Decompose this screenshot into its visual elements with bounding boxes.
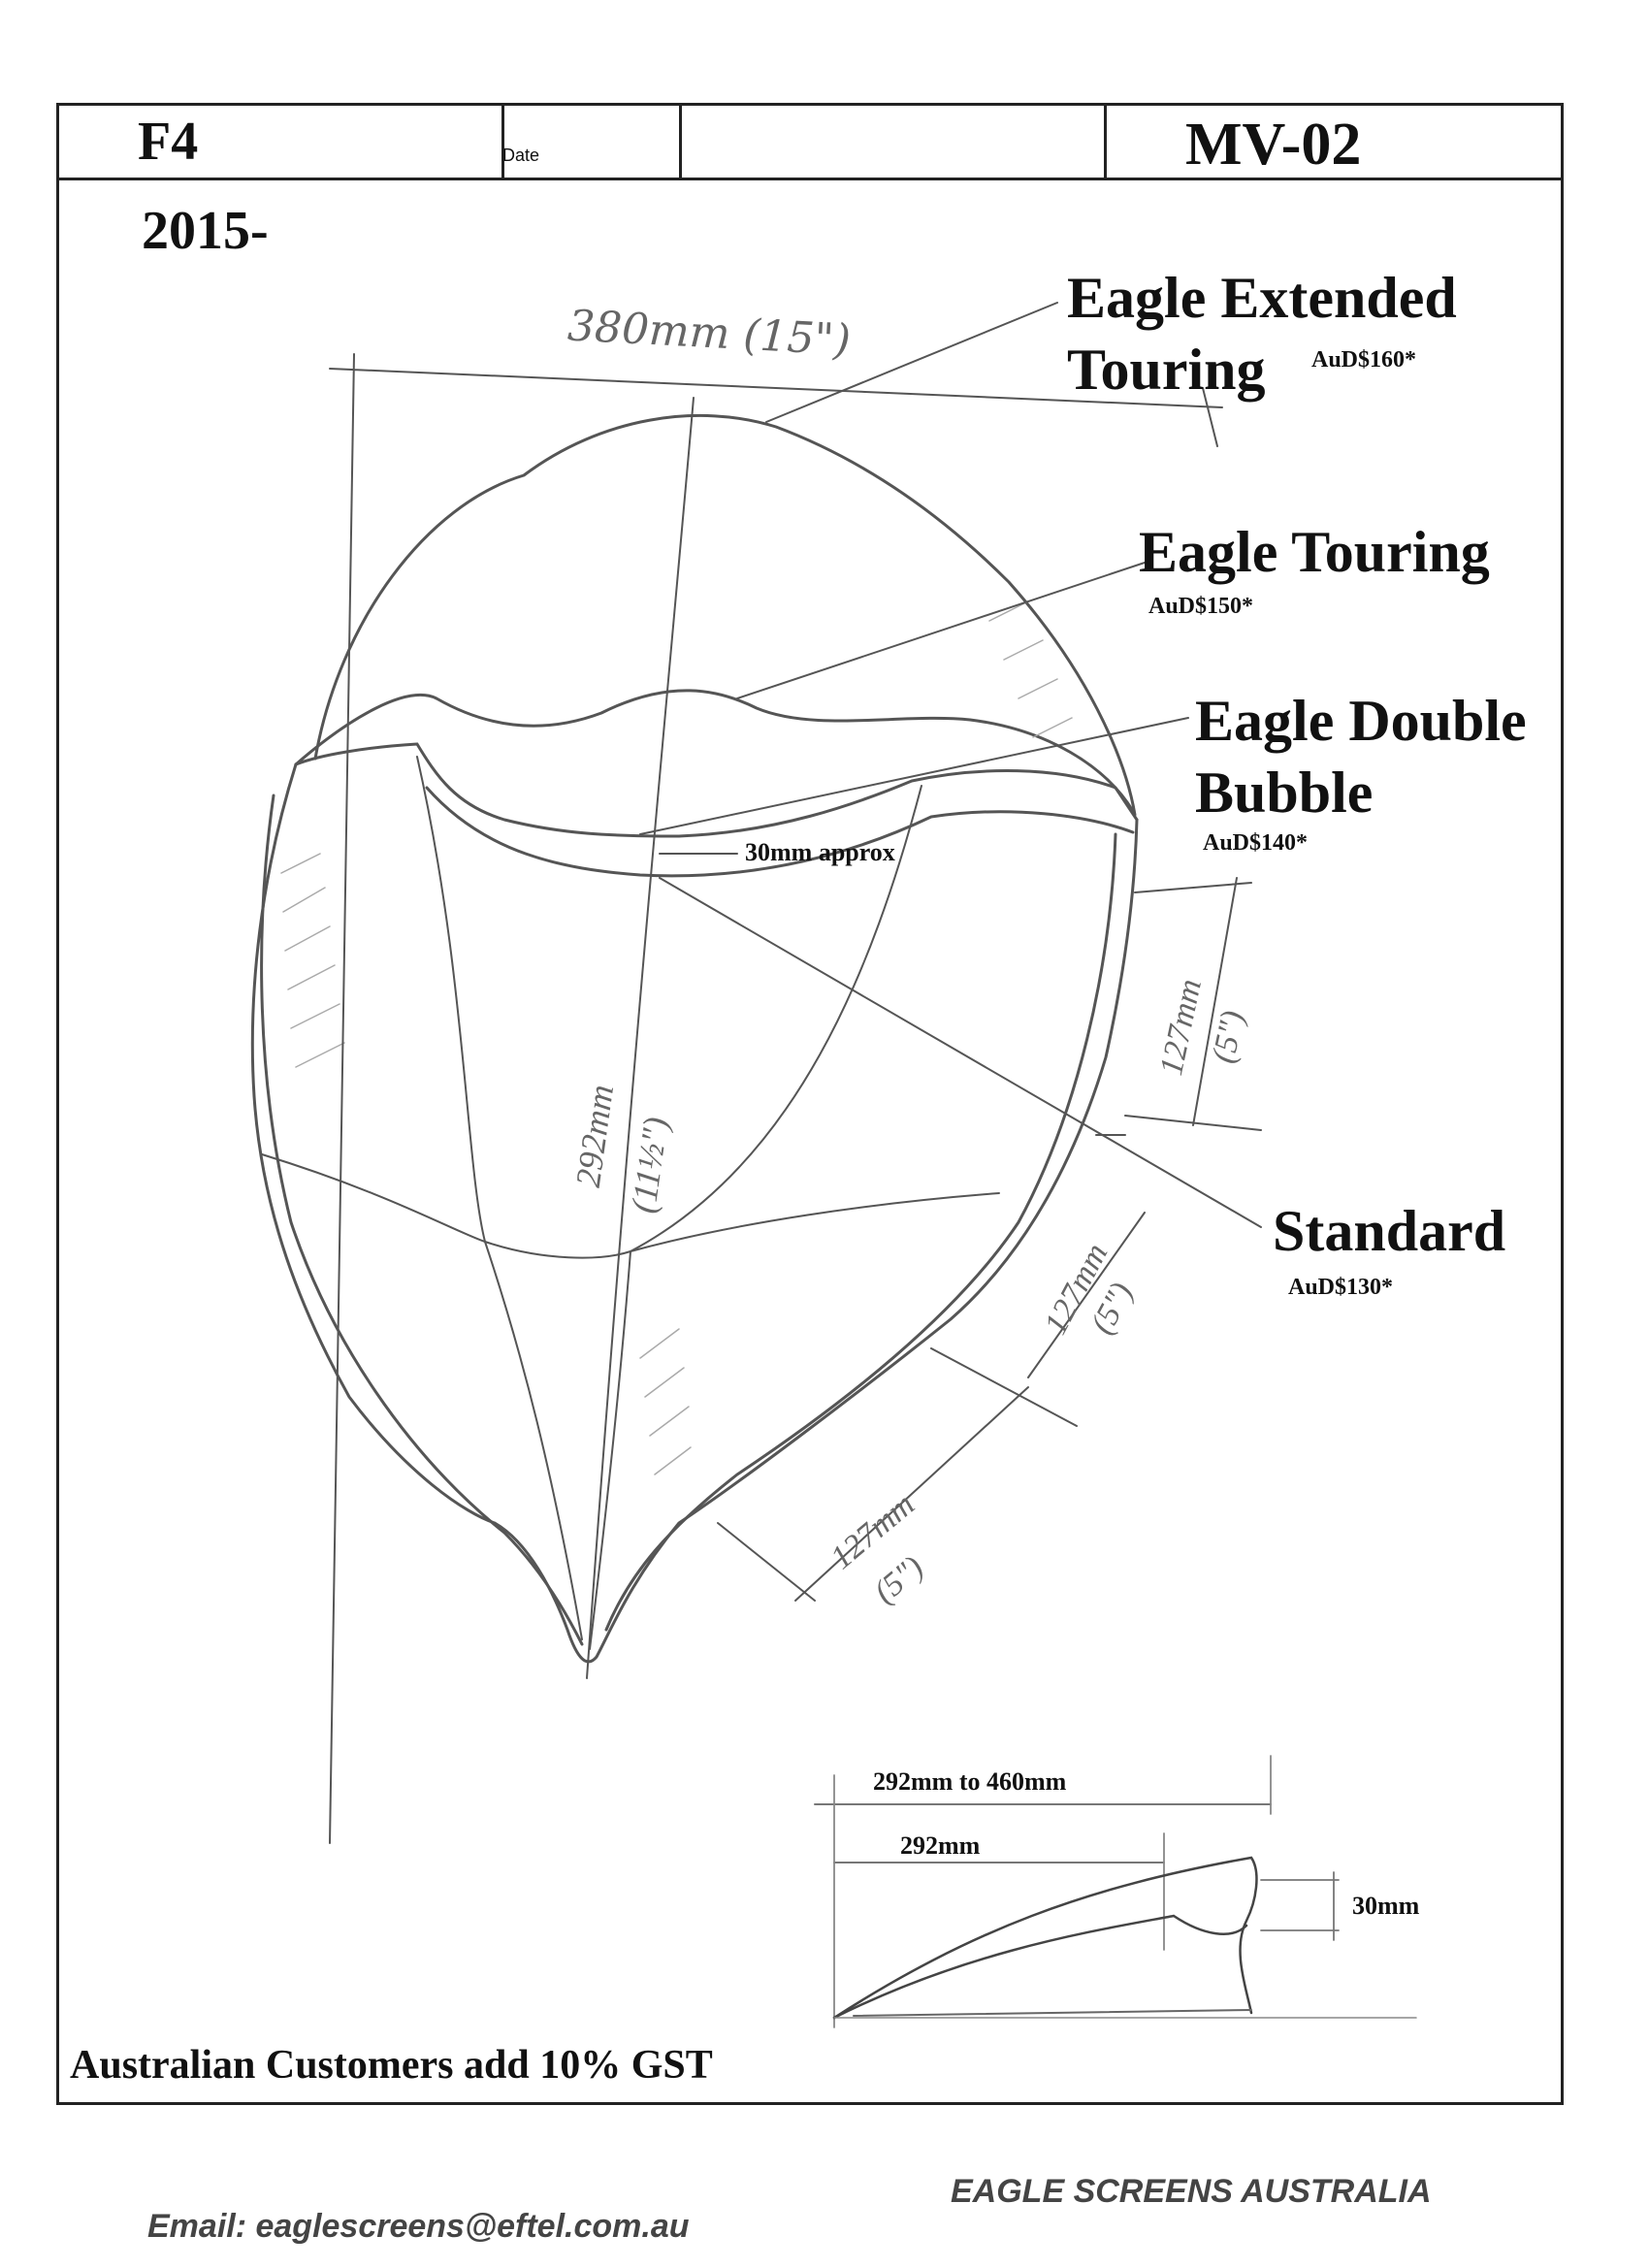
side-view-range: 292mm to 460mm bbox=[873, 1767, 1067, 1796]
panel-line bbox=[261, 1153, 1000, 1259]
panel-line bbox=[484, 1241, 583, 1640]
dimension-gap: 30mm approx bbox=[745, 838, 895, 866]
price-standard: AuD$130* bbox=[1288, 1275, 1394, 1300]
contact-email: Email: eaglescreens@eftel.com.au bbox=[147, 2208, 690, 2245]
price-extended-touring: AuD$160* bbox=[1311, 347, 1417, 373]
screen-name-line1: Eagle Extended bbox=[1067, 266, 1457, 330]
screen-option-extended-touring: Eagle Extended bbox=[1067, 262, 1457, 334]
side-view-height: 30mm bbox=[1352, 1892, 1420, 1920]
touring-outline bbox=[294, 689, 1135, 813]
leader-standard bbox=[659, 877, 1262, 1228]
standard-inner-edge bbox=[260, 794, 584, 1646]
leader-touring bbox=[736, 562, 1146, 699]
model-code: MV-02 bbox=[1185, 112, 1362, 178]
drawing-frame bbox=[56, 103, 1564, 2105]
company-name: EAGLE SCREENS AUSTRALIA bbox=[951, 2173, 1432, 2210]
spacing-dimension-1 bbox=[1124, 877, 1262, 1131]
header-row bbox=[56, 103, 1564, 180]
screen-option-double-bubble: Eagle Double bbox=[1195, 689, 1527, 753]
double-bubble-lower bbox=[425, 786, 1135, 878]
price-touring: AuD$150* bbox=[1148, 594, 1254, 619]
standard-outline bbox=[250, 762, 1139, 1664]
model-year: 2015- bbox=[142, 201, 269, 261]
leader-extended bbox=[765, 302, 1058, 423]
gst-note: Australian Customers add 10% GST bbox=[70, 2043, 713, 2088]
extended-touring-outline bbox=[313, 413, 1137, 817]
standard-inner-edge-right bbox=[604, 832, 1117, 1632]
date-label: Date bbox=[502, 146, 540, 165]
double-bubble-outline bbox=[294, 742, 1139, 838]
top-width-dimension bbox=[329, 353, 1223, 1844]
header-divider bbox=[679, 103, 682, 180]
spacing-dimension-3 bbox=[717, 1386, 1029, 1602]
panel-line bbox=[630, 785, 922, 1252]
spacing-dimension-2 bbox=[930, 1134, 1146, 1427]
screen-option-standard: Standard bbox=[1273, 1199, 1506, 1263]
panel-line bbox=[416, 756, 486, 1243]
header-divider bbox=[501, 103, 504, 180]
side-view-profile bbox=[814, 1755, 1417, 2028]
panel-line bbox=[589, 1250, 631, 1650]
screen-option-extended-touring-line2: Touring bbox=[1067, 334, 1266, 405]
price-double-bubble: AuD$140* bbox=[1203, 830, 1309, 856]
model-name: F4 bbox=[138, 112, 199, 172]
center-line bbox=[586, 397, 695, 1679]
screen-option-touring: Eagle Touring bbox=[1139, 520, 1490, 584]
header-divider bbox=[1104, 103, 1107, 180]
side-view-base: 292mm bbox=[900, 1831, 981, 1860]
screen-name-line2: Touring bbox=[1067, 338, 1266, 402]
leader-double-bubble bbox=[639, 717, 1189, 835]
screen-option-double-bubble-line2: Bubble bbox=[1195, 761, 1374, 825]
